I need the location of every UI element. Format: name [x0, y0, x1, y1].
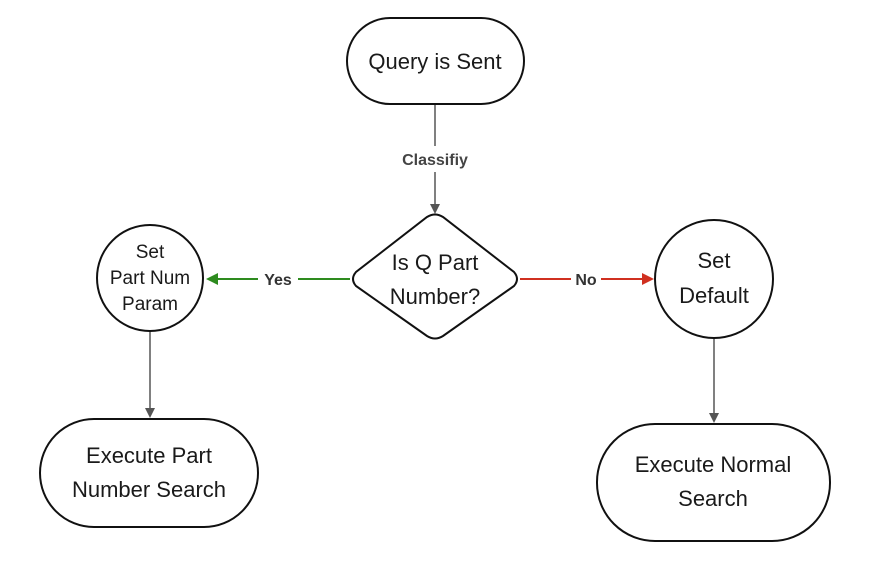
- node-set-part-num-param-line1: Set: [136, 242, 165, 263]
- node-query-is-sent-shape: [346, 17, 525, 105]
- edge-yes-label: Yes: [264, 272, 292, 289]
- node-execute-part-number-search-line2: Number Search: [72, 477, 226, 502]
- node-set-part-num-param-shape: [96, 224, 204, 332]
- node-execute-part-number-search-shape: [39, 418, 259, 528]
- node-set-part-num-param-line2: Part Num: [110, 268, 190, 289]
- node-set-default-shape: [654, 219, 774, 339]
- edge-classify: Classifiy: [402, 104, 468, 214]
- node-is-q-part-number-line1: Is Q Part: [392, 250, 479, 275]
- node-execute-normal-search: Execute Normal Search: [596, 423, 831, 542]
- node-query-is-sent-label: Query is Sent: [368, 49, 501, 74]
- node-execute-normal-search-line2: Search: [678, 486, 748, 511]
- node-set-part-num-param-line3: Param: [122, 294, 178, 315]
- node-execute-part-number-search: Execute Part Number Search: [39, 418, 259, 528]
- edge-yes: Yes: [206, 272, 350, 289]
- edge-no-label: No: [575, 272, 597, 289]
- edge-classify-label: Classifiy: [402, 152, 468, 169]
- node-query-is-sent: Query is Sent: [346, 17, 525, 105]
- node-execute-normal-search-shape: [596, 423, 831, 542]
- node-set-default-line2: Default: [679, 283, 749, 308]
- node-execute-normal-search-line1: Execute Normal: [635, 452, 792, 477]
- node-set-default-line1: Set: [697, 248, 730, 273]
- node-set-part-num-param: Set Part Num Param: [96, 224, 204, 332]
- node-is-q-part-number-shape: [352, 213, 518, 340]
- node-execute-part-number-search-line1: Execute Part: [86, 443, 212, 468]
- edge-no: No: [520, 272, 654, 289]
- node-is-q-part-number-line2: Number?: [390, 284, 480, 309]
- node-set-default: Set Default: [654, 219, 774, 339]
- node-is-q-part-number: Is Q Part Number?: [352, 213, 518, 340]
